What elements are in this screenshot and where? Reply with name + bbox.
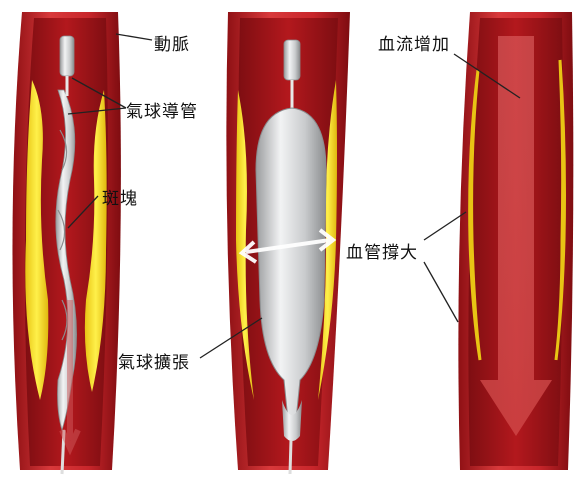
catheter-tube xyxy=(60,36,74,76)
leader-artery xyxy=(116,34,152,40)
label-blood-flow-increase: 血流增加 xyxy=(378,30,450,55)
label-vessel-widened: 血管撐大 xyxy=(346,238,418,263)
leader-vessel-widened-b xyxy=(424,262,458,322)
label-plaque: 斑塊 xyxy=(102,184,138,209)
catheter-tube xyxy=(284,40,300,80)
label-artery: 動脈 xyxy=(154,30,190,55)
guide-wire xyxy=(290,440,291,474)
panel-catheter-insertion xyxy=(12,12,120,474)
label-balloon-catheter: 氣球導管 xyxy=(126,97,198,122)
panel-balloon-inflation xyxy=(226,12,350,474)
panel-widened-artery xyxy=(458,12,573,470)
label-balloon-dilation: 氣球擴張 xyxy=(118,348,190,373)
